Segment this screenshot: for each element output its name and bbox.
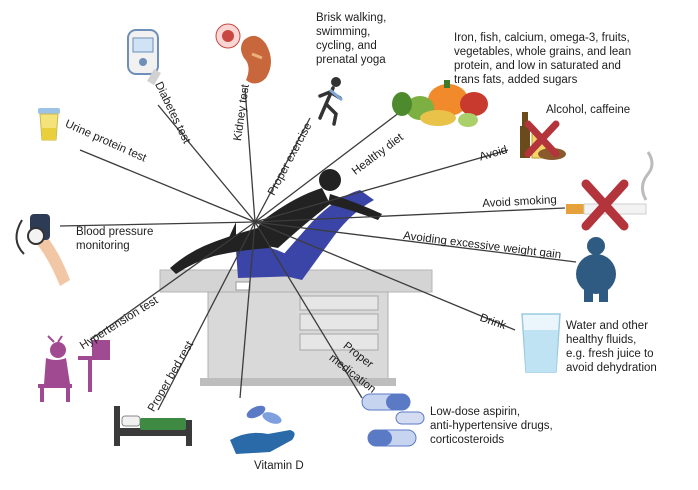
connector-lines: [59, 87, 577, 411]
exercise-detail-line1: Brisk walking,: [316, 12, 387, 24]
medication-detail-line2: anti-hypertensive drugs,: [430, 420, 553, 432]
urine-cup-icon: [38, 108, 60, 141]
vegetables-icon: [392, 80, 488, 127]
vitamin-d-hand-icon: [230, 405, 295, 454]
drink-detail-line4: avoid dehydration: [566, 362, 657, 374]
exercise-detail-line2: swimming,: [316, 26, 371, 38]
alcohol-caffeine-label: Alcohol, caffeine: [546, 104, 631, 116]
pills-icon: [361, 393, 425, 447]
diet-detail-line4: trans fats, added sugars: [454, 74, 578, 86]
water-glass-icon: [521, 313, 561, 373]
drink-detail-line1: Water and other: [566, 320, 649, 332]
alcohol-caffeine-icon: [520, 112, 566, 160]
blood-pressure-label-line1: Blood pressure: [76, 226, 154, 238]
drink-detail-line3: e.g. fresh juice to: [566, 348, 654, 360]
blood-pressure-cuff-icon: [15, 214, 70, 286]
kidney-icon: [215, 23, 271, 84]
exercise-detail-line4: prenatal yoga: [316, 54, 386, 66]
blood-pressure-label-line2: monitoring: [76, 240, 130, 252]
diet-detail-line3: protein, and low in saturated and: [454, 60, 621, 72]
glucometer-icon: [127, 29, 161, 86]
bed-icon: [114, 406, 192, 446]
reclining-figure: [170, 169, 382, 274]
medication-detail-line1: Low-dose aspirin,: [430, 406, 521, 418]
runner-icon: [318, 77, 343, 126]
cigarette-icon: [566, 151, 654, 231]
vitamin-d-label: Vitamin D: [254, 460, 304, 472]
exam-table: [159, 269, 433, 386]
stressed-person-icon: [38, 335, 110, 402]
diet-detail-line1: Iron, fish, calcium, omega-3, fruits,: [454, 32, 630, 44]
diet-detail-line2: vegetables, whole grains, and lean: [454, 46, 632, 58]
overweight-person-icon: [576, 237, 616, 302]
drink-detail-line2: healthy fluids,: [566, 334, 637, 346]
exercise-detail-line3: cycling, and: [316, 40, 377, 52]
medication-detail-line3: corticosteroids: [430, 434, 505, 446]
